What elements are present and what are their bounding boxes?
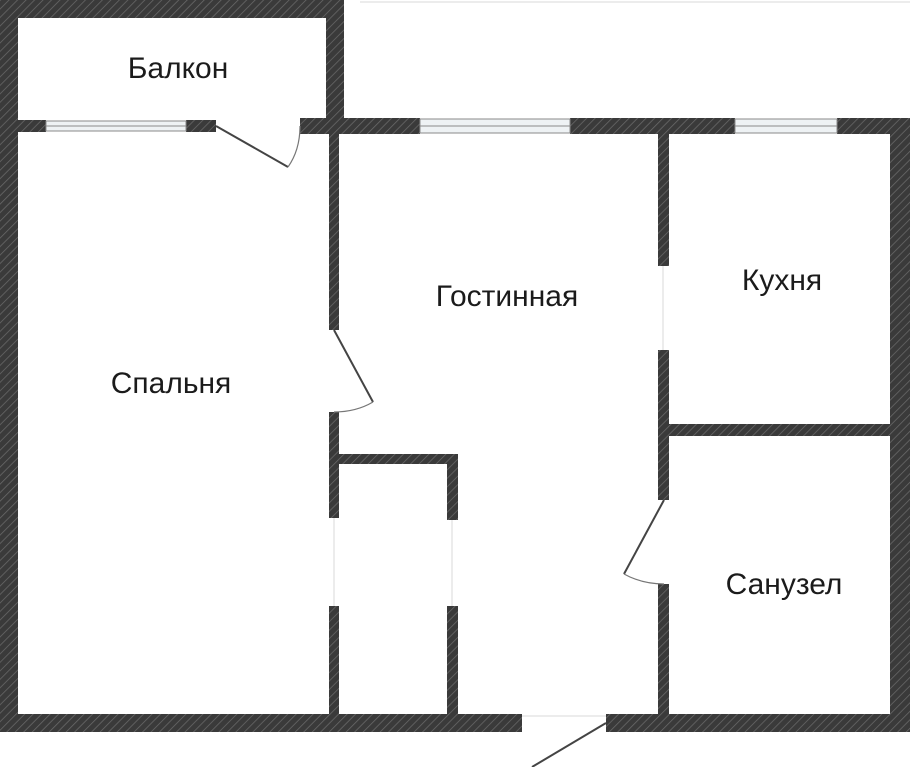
closet-wall-right-a — [447, 454, 458, 520]
label-bathroom: Санузел — [726, 568, 843, 601]
door-entrance-leaf — [531, 722, 607, 767]
door-bedroom-leaf — [333, 329, 374, 403]
wall-bottom-left — [0, 714, 522, 732]
wall-bottom-right — [606, 714, 910, 732]
closet-wall-right-b — [447, 606, 458, 716]
door-balcony-leaf — [215, 125, 289, 168]
balcony-wall-right — [326, 0, 344, 132]
wall-right — [890, 118, 910, 732]
walls — [0, 0, 910, 732]
label-kitchen: Кухня — [742, 264, 822, 297]
partition-bedroom-a — [329, 130, 339, 330]
label-living: Гостинная — [436, 280, 579, 313]
wall-kitchen-bath — [667, 424, 893, 436]
windows — [45, 118, 838, 134]
wall-left — [0, 120, 18, 732]
door-balcony-swing — [287, 125, 301, 168]
doors — [215, 125, 665, 767]
wall-top-mid2 — [570, 118, 735, 134]
label-bedroom: Спальня — [111, 367, 232, 400]
opening-lines — [333, 1, 910, 717]
balcony-wall-top — [0, 0, 344, 18]
door-bedroom-swing — [333, 401, 374, 413]
partition-bedroom-b — [329, 412, 339, 518]
wall-top-left2 — [186, 120, 216, 132]
partition-kitchen-b — [658, 350, 669, 500]
partition-kitchen-a — [658, 130, 669, 266]
door-bathroom-leaf — [623, 499, 665, 575]
wall-top-mid — [300, 118, 420, 134]
label-balcony: Балкон — [128, 52, 229, 85]
door-bathroom-swing — [623, 573, 665, 585]
partition-bath — [658, 584, 669, 716]
closet-wall-top — [338, 454, 458, 464]
balcony-wall-left — [0, 0, 18, 130]
partition-bedroom-c — [329, 606, 339, 716]
